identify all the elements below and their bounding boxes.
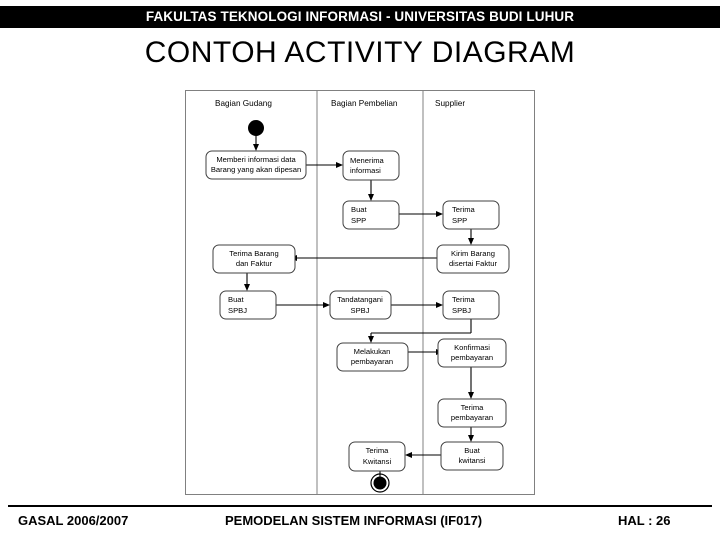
footer-divider: [8, 505, 712, 507]
page-title: CONTOH ACTIVITY DIAGRAM: [144, 36, 576, 69]
action-label-line1: Buat: [228, 295, 245, 304]
swimlane-title-supplier: Supplier: [435, 99, 465, 108]
activity-diagram: Bagian Gudang Bagian Pembelian Supplier: [185, 90, 535, 495]
action-label-line1: Konfirmasi: [454, 343, 490, 352]
action-label-line2: disertai Faktur: [449, 259, 498, 268]
action-label-line2: informasi: [350, 166, 381, 175]
action-label-line1: Terima: [452, 295, 476, 304]
action-label-line1: Menerima: [350, 156, 385, 165]
action-label-line2: SPP: [452, 216, 467, 225]
diagram-connectors: [244, 135, 474, 477]
action-node-terima-spp: Terima SPP: [442, 200, 500, 230]
action-label-line1: Terima: [366, 446, 390, 455]
action-node-terima-pembayaran: Terima pembayaran: [437, 398, 507, 428]
action-node-menerima-informasi: Menerima informasi: [342, 150, 400, 181]
footer-course: PEMODELAN SISTEM INFORMASI (IF017): [225, 513, 483, 528]
action-label-line1: Buat: [351, 205, 368, 214]
action-node-kirim-barang: Kirim Barang disertai Faktur: [436, 244, 510, 274]
action-label-line2: SPP: [351, 216, 366, 225]
action-label-line2: Barang yang akan dipesan: [211, 165, 301, 174]
action-label-line2: pembayaran: [451, 353, 493, 362]
swimlane-title-pembelian: Bagian Pembelian: [331, 99, 398, 108]
action-node-buat-spp: Buat SPP: [342, 200, 400, 230]
action-label-line2: Kwitansi: [363, 457, 392, 466]
action-label-line2: SPBJ: [228, 306, 247, 315]
footer-page-number: HAL : 26: [618, 513, 671, 528]
action-node-tandatangani-spbj: Tandatangani SPBJ: [329, 290, 392, 320]
action-label-line2: dan Faktur: [236, 259, 273, 268]
action-label-line2: kwitansi: [458, 456, 485, 465]
action-label-line2: SPBJ: [351, 306, 370, 315]
action-label-line1: Memberi informasi data: [216, 155, 296, 164]
action-node-memberi-informasi: Memberi informasi data Barang yang akan …: [205, 150, 307, 180]
action-label-line1: Terima: [461, 403, 485, 412]
action-node-buat-kwitansi: Buat kwitansi: [440, 441, 504, 471]
action-node-buat-spbj: Buat SPBJ: [219, 290, 277, 320]
action-label-line1: Melakukan: [354, 347, 391, 356]
header-bar: [0, 6, 720, 28]
action-node-terima-kwitansi: Terima Kwitansi: [348, 441, 406, 472]
action-node-melakukan-pembayaran: Melakukan pembayaran: [336, 342, 409, 372]
action-node-terima-spbj: Terima SPBJ: [442, 290, 500, 320]
initial-node: [248, 120, 264, 136]
action-label-line1: Tandatangani: [337, 295, 383, 304]
header-title: FAKULTAS TEKNOLOGI INFORMASI - UNIVERSIT…: [145, 9, 575, 24]
action-label-line1: Kirim Barang: [451, 249, 495, 258]
action-label-line1: Terima: [452, 205, 476, 214]
action-label-line1: Terima Barang: [229, 249, 278, 258]
swimlane-title-gudang: Bagian Gudang: [215, 99, 272, 108]
action-label-line2: pembayaran: [451, 413, 493, 422]
action-node-konfirmasi-pembayaran: Konfirmasi pembayaran: [437, 338, 507, 368]
action-label-line1: Buat: [464, 446, 481, 455]
action-label-line2: SPBJ: [452, 306, 471, 315]
action-label-line2: pembayaran: [351, 357, 393, 366]
footer-term: GASAL 2006/2007: [18, 513, 129, 528]
action-node-terima-barang-faktur: Terima Barang dan Faktur: [212, 244, 296, 274]
final-node: [370, 473, 390, 493]
